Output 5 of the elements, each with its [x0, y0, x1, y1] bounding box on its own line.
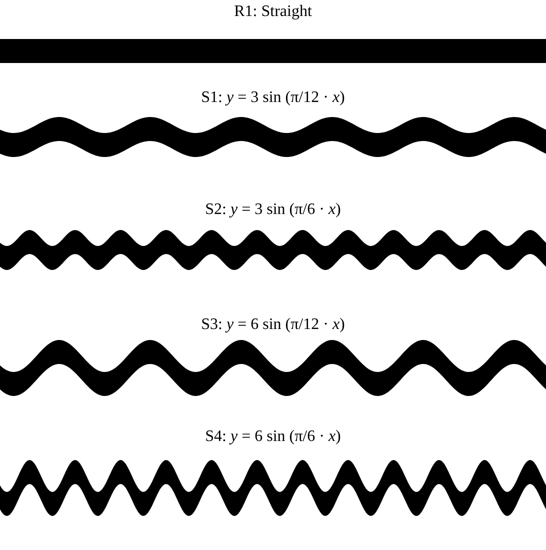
band-label: R1: Straight	[234, 2, 312, 22]
band-label: S1: y = 3 sin (π/12 · x)	[201, 88, 345, 108]
band-label: S2: y = 3 sin (π/6 · x)	[205, 200, 341, 220]
band-label: S4: y = 6 sin (π/6 · x)	[205, 427, 341, 447]
band-label: S3: y = 6 sin (π/12 · x)	[201, 315, 345, 335]
